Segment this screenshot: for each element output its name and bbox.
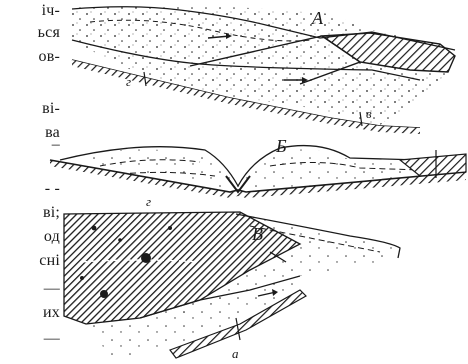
section-a: А г в [72,4,455,134]
panel-v-sublabel-a: а [232,346,239,361]
section-v: В а [64,212,400,361]
panel-a-sublabel-g: г [126,74,131,89]
panel-label-b: Б [275,136,287,156]
panel-a-sublabel-v: в [366,106,372,121]
panel-b-sublabel-g: г [146,194,151,209]
panel-label-v: В [252,224,263,244]
panel-label-a: А [311,8,324,28]
section-b: Б г [50,136,466,209]
